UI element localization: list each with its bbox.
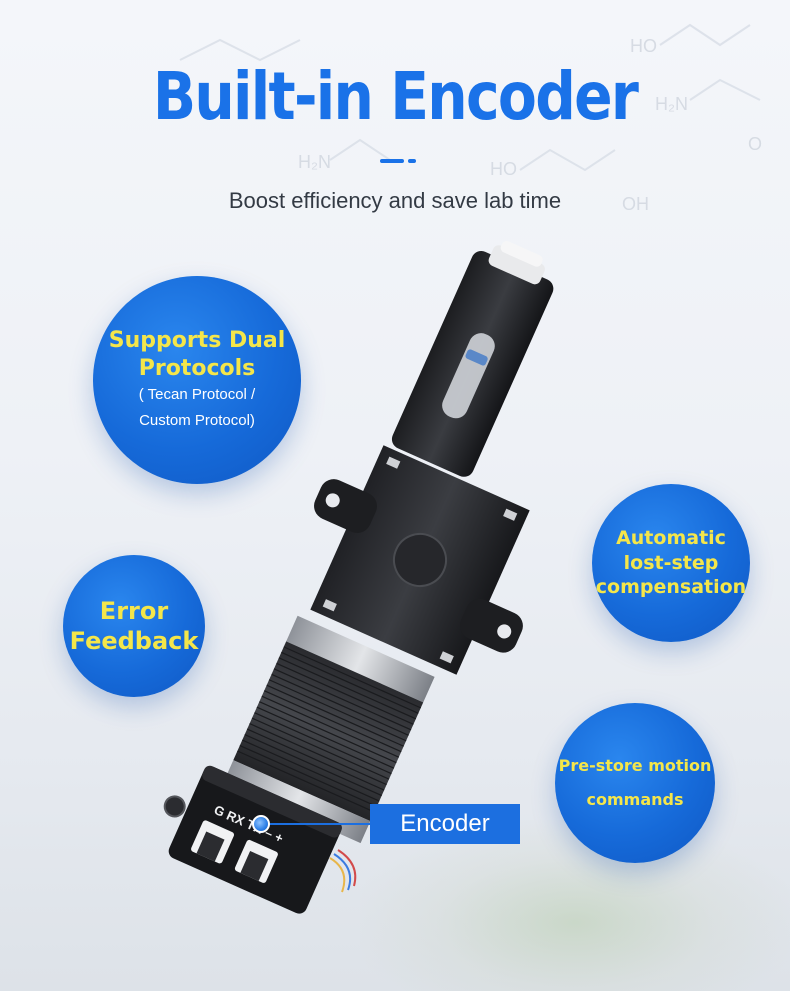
feature-dual-protocols-detail2: Custom Protocol) [139, 411, 255, 429]
feature-lost-step-compensation: Automatic lost-step compensation [592, 484, 750, 642]
encoder-marker-dot [252, 815, 270, 833]
feature-lost-step-line3: compensation [595, 576, 747, 599]
feature-error-feedback: Error Feedback [63, 555, 205, 697]
feature-dual-protocols: Supports Dual Protocols ( Tecan Protocol… [93, 276, 301, 484]
background-formula: HO H₂N O H₂N HO OH [179, 23, 762, 214]
encoder-callout-line [268, 823, 370, 825]
background-lab-blur [360, 820, 790, 991]
formula-h2n-2: H₂N [298, 152, 331, 172]
encoder-callout-label: Encoder [370, 804, 520, 844]
feature-pre-store-line2: commands [586, 790, 684, 809]
formula-ho-2: HO [490, 159, 517, 179]
feature-pre-store-commands: Pre-store motion commands [555, 703, 715, 863]
title-divider [380, 159, 418, 163]
formula-oh: OH [622, 194, 649, 214]
feature-error-feedback-line1: Error [99, 597, 169, 625]
feature-error-feedback-line2: Feedback [69, 627, 199, 655]
feature-dual-protocols-line2: Protocols [138, 355, 256, 381]
formula-h2n-1: H₂N [655, 94, 688, 114]
feature-lost-step-line2: lost-step [623, 551, 719, 574]
feature-pre-store-line1: Pre-store motion [558, 756, 712, 776]
feature-dual-protocols-detail1: ( Tecan Protocol / [138, 386, 256, 403]
page-subtitle: Boost efficiency and save lab time [228, 188, 562, 213]
formula-o: O [748, 134, 762, 154]
formula-ho-1: HO [630, 36, 657, 56]
feature-lost-step-line1: Automatic [616, 526, 726, 549]
feature-dual-protocols-line1: Supports Dual [108, 328, 286, 353]
page-title: Built-in Encoder [152, 58, 639, 135]
